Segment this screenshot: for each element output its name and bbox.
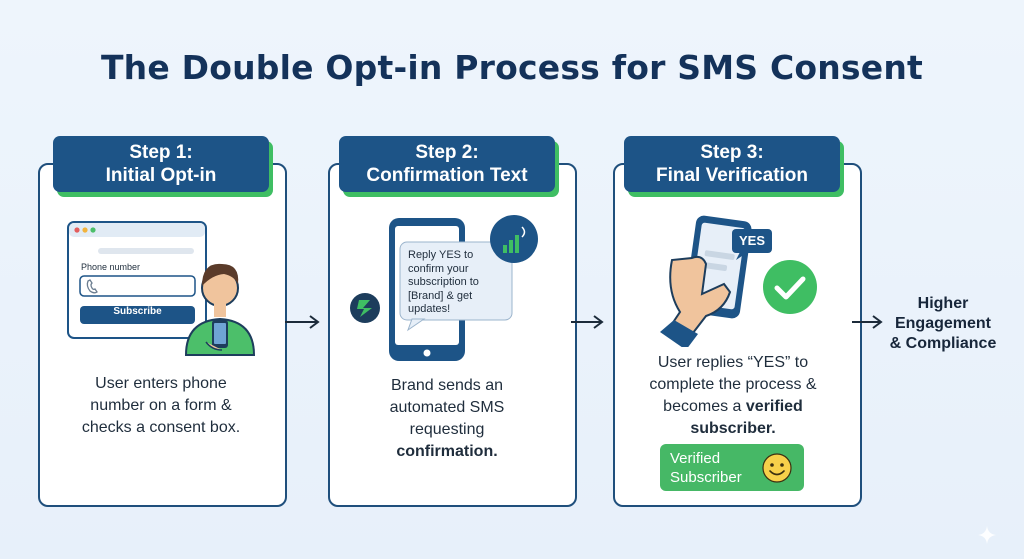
step-1-caption: User enters phone number on a form & che… xyxy=(52,373,270,439)
step-3-number: Step 3: xyxy=(624,141,840,164)
sparkle-icon xyxy=(978,526,996,544)
page-title: The Double Opt-in Process for SMS Consen… xyxy=(0,48,1024,87)
check-circle-icon xyxy=(763,260,817,314)
arrow-right-icon xyxy=(284,312,324,332)
step-1-number: Step 1: xyxy=(53,141,269,164)
step-3-name: Final Verification xyxy=(624,164,840,187)
arrow-right-icon xyxy=(570,312,610,332)
step-3-header: Step 3: Final Verification xyxy=(624,136,840,192)
step-1-illustration xyxy=(60,212,265,362)
reply-yes-text: YES xyxy=(732,233,772,248)
sms-message-text: Reply YES to confirm your subscription t… xyxy=(408,249,512,317)
step-2-header: Step 2: Confirmation Text xyxy=(339,136,555,192)
step-2-caption: Brand sends an automated SMS requesting … xyxy=(338,375,556,463)
brand-logo-icon xyxy=(350,293,380,323)
step-2-name: Confirmation Text xyxy=(339,164,555,187)
step-1-header: Step 1: Initial Opt-in xyxy=(53,136,269,192)
step-3-caption: User replies “YES” to complete the proce… xyxy=(619,352,847,440)
smiley-icon xyxy=(762,453,792,483)
phone-number-label: Phone number xyxy=(81,262,140,272)
outcome-text: Higher Engagement & Compliance xyxy=(858,294,1024,354)
verified-subscriber-badge: Verified Subscriber xyxy=(660,444,804,491)
subscribe-button: Subscribe xyxy=(80,306,195,317)
step-2-number: Step 2: xyxy=(339,141,555,164)
step-1-name: Initial Opt-in xyxy=(53,164,269,187)
